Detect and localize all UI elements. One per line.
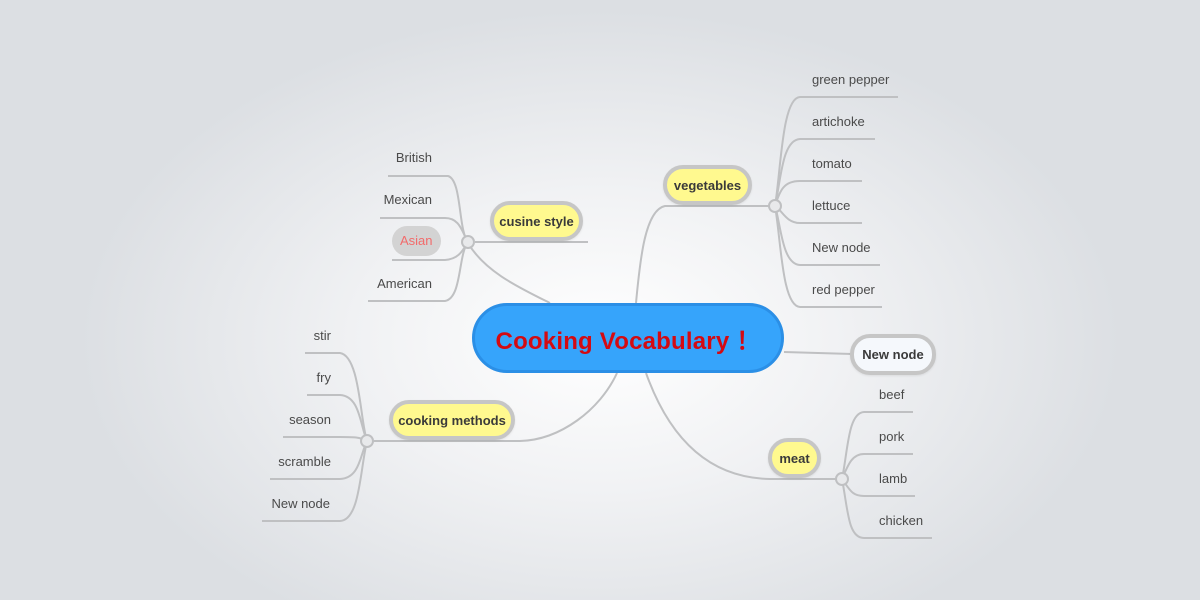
topic-cuisine-style[interactable]: cusine style bbox=[490, 201, 583, 241]
leaf-stir[interactable]: stir bbox=[313, 328, 331, 343]
leaf-lettuce[interactable]: lettuce bbox=[812, 198, 851, 213]
leaf-british[interactable]: British bbox=[395, 150, 432, 165]
leaf-chicken[interactable]: chicken bbox=[879, 513, 924, 528]
leaf-green-pepper[interactable]: green pepper bbox=[812, 72, 890, 87]
topic-label: cooking methods bbox=[398, 412, 506, 428]
leaf-mexican[interactable]: Mexican bbox=[383, 192, 432, 207]
topic-vegetables[interactable]: vegetables bbox=[663, 165, 752, 205]
leaf-american[interactable]: American bbox=[377, 276, 432, 291]
topic-label: New node bbox=[862, 347, 924, 362]
topic-label: cusine style bbox=[499, 213, 574, 229]
topic-cooking-methods[interactable]: cooking methods bbox=[389, 400, 515, 440]
central-topic-node[interactable]: Cooking Vocabulary ！ bbox=[472, 303, 784, 373]
leaf-red-pepper[interactable]: red pepper bbox=[812, 282, 875, 297]
leaf-artichoke[interactable]: artichoke bbox=[812, 114, 865, 129]
central-topic-label: Cooking Vocabulary ！ bbox=[495, 327, 761, 355]
leaf-pork[interactable]: pork bbox=[879, 429, 905, 444]
leaf-tomato[interactable]: tomato bbox=[812, 156, 852, 171]
leaf-scramble[interactable]: scramble bbox=[278, 454, 331, 469]
topic-label: meat bbox=[779, 450, 810, 466]
leaf-lamb[interactable]: lamb bbox=[879, 471, 908, 486]
topic-label: vegetables bbox=[673, 177, 742, 193]
topic-new-node[interactable]: New node bbox=[850, 334, 936, 375]
leaf-new-node[interactable]: New node bbox=[271, 496, 330, 511]
leaf-beef[interactable]: beef bbox=[879, 387, 905, 402]
leaf-season[interactable]: season bbox=[289, 412, 331, 427]
leaf-new-node[interactable]: New node bbox=[812, 240, 871, 255]
leaf-asian-selected[interactable]: Asian bbox=[392, 226, 441, 256]
topic-meat[interactable]: meat bbox=[768, 438, 821, 478]
leaf-fry[interactable]: fry bbox=[316, 370, 331, 385]
